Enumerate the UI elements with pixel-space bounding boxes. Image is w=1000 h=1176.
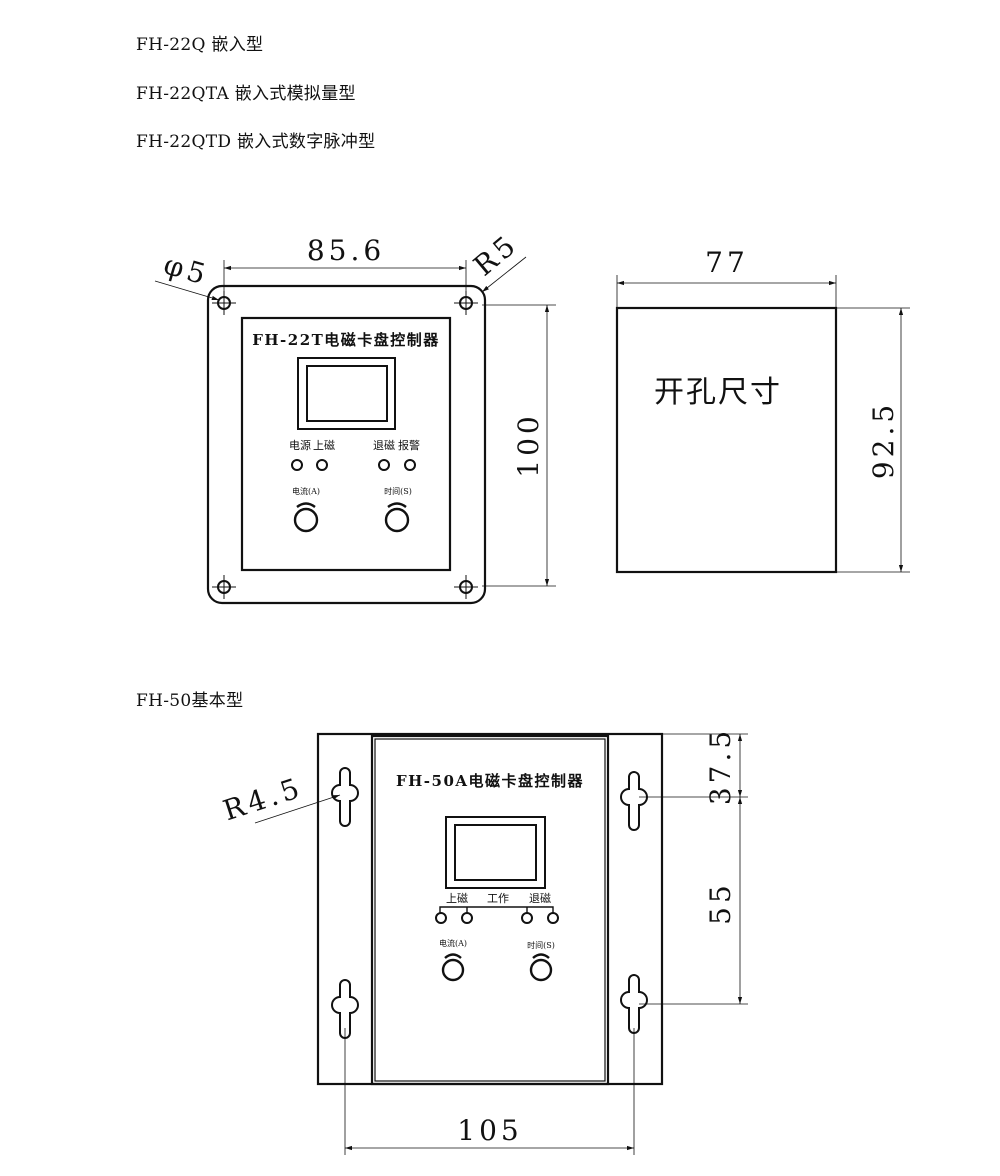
- knob-icon: [384, 502, 410, 533]
- fh22-height-dim: 100: [512, 412, 545, 477]
- model-line-fh22qta: FH-22QTA 嵌入式模拟量型: [136, 84, 356, 104]
- indicator-lamp-icon: [435, 912, 447, 924]
- keyhole-slot-icon: [331, 766, 359, 827]
- fh22-front-view: FH-22T电磁卡盘控制器 电源 上磁 退磁 报警 电流(A) 时间(S) 85…: [154, 227, 556, 605]
- knob-label-current: 电流(A): [292, 486, 320, 496]
- cutout-view: 开孔尺寸 77 92.5: [615, 246, 910, 574]
- indicator-lamp-icon: [316, 459, 328, 471]
- cutout-width-dim: 77: [705, 246, 749, 279]
- indicator-label-magnetize: 上磁: [313, 439, 335, 452]
- indicator-label-demagnetize: 退磁: [373, 439, 395, 452]
- knob-icon: [293, 502, 319, 533]
- fh50-slot-spacing-dim: 55: [704, 881, 737, 925]
- fh50-front-view: FH-50A电磁卡盘控制器 上磁 工作 退磁 电流(A) 时间(S) R4.5: [219, 727, 748, 1155]
- fh50-display-frame: [445, 816, 546, 889]
- mounting-hole-icon: [212, 575, 236, 599]
- cutout-label: 开孔尺寸: [654, 375, 782, 410]
- fh22-panel-title: FH-22T电磁卡盘控制器: [252, 331, 440, 349]
- keyhole-slot-icon: [620, 770, 648, 831]
- indicator-lamp-icon: [547, 912, 559, 924]
- indicator-label-power: 电源: [289, 438, 311, 452]
- fh50-display-screen: [454, 824, 537, 881]
- knob-label-time: 时间(S): [384, 486, 412, 496]
- indicator-lamp-icon: [461, 912, 473, 924]
- model-line-fh22q: FH-22Q 嵌入型: [136, 35, 264, 55]
- indicator-lamp-icon: [404, 459, 416, 471]
- cutout-rect: [615, 306, 838, 574]
- fh22-display-screen: [306, 365, 388, 422]
- fh50-heading: FH-50基本型: [136, 691, 244, 711]
- knob-icon: [529, 953, 553, 982]
- fh22-display-frame: [297, 357, 396, 430]
- fh22-hole-dim: φ5: [160, 248, 213, 292]
- indicator-label-working: 工作: [487, 892, 509, 905]
- knob-icon: [441, 953, 465, 982]
- indicator-lamp-icon: [521, 912, 533, 924]
- cutout-height-dim: 92.5: [867, 401, 900, 479]
- fh50-width-dim: 105: [457, 1114, 522, 1147]
- fh22-housing: [206, 284, 487, 605]
- indicator-label-alarm: 报警: [398, 438, 420, 452]
- knob-label-current: 电流(A): [439, 938, 467, 948]
- indicator-lamp-icon: [378, 459, 390, 471]
- fh50-panel-title: FH-50A电磁卡盘控制器: [396, 772, 584, 790]
- indicator-label-demagnetize: 退磁: [529, 892, 551, 905]
- model-line-fh22qtd: FH-22QTD 嵌入式数字脉冲型: [136, 132, 376, 152]
- fh22-faceplate: [240, 316, 452, 572]
- mounting-hole-icon: [454, 575, 478, 599]
- fh50-housing: [370, 734, 610, 1086]
- indicator-label-magnetize: 上磁: [446, 892, 468, 905]
- indicator-lamp-icon: [291, 459, 303, 471]
- fh50-faceplate: [374, 738, 606, 1082]
- fh50-top-offset-dim: 37.5: [704, 727, 737, 805]
- fh50-radius-dim: R4.5: [219, 771, 307, 828]
- knob-label-time: 时间(S): [527, 940, 555, 950]
- fh22-radius-dim: R5: [467, 227, 524, 282]
- fh22-width-dim: 85.6: [307, 234, 385, 267]
